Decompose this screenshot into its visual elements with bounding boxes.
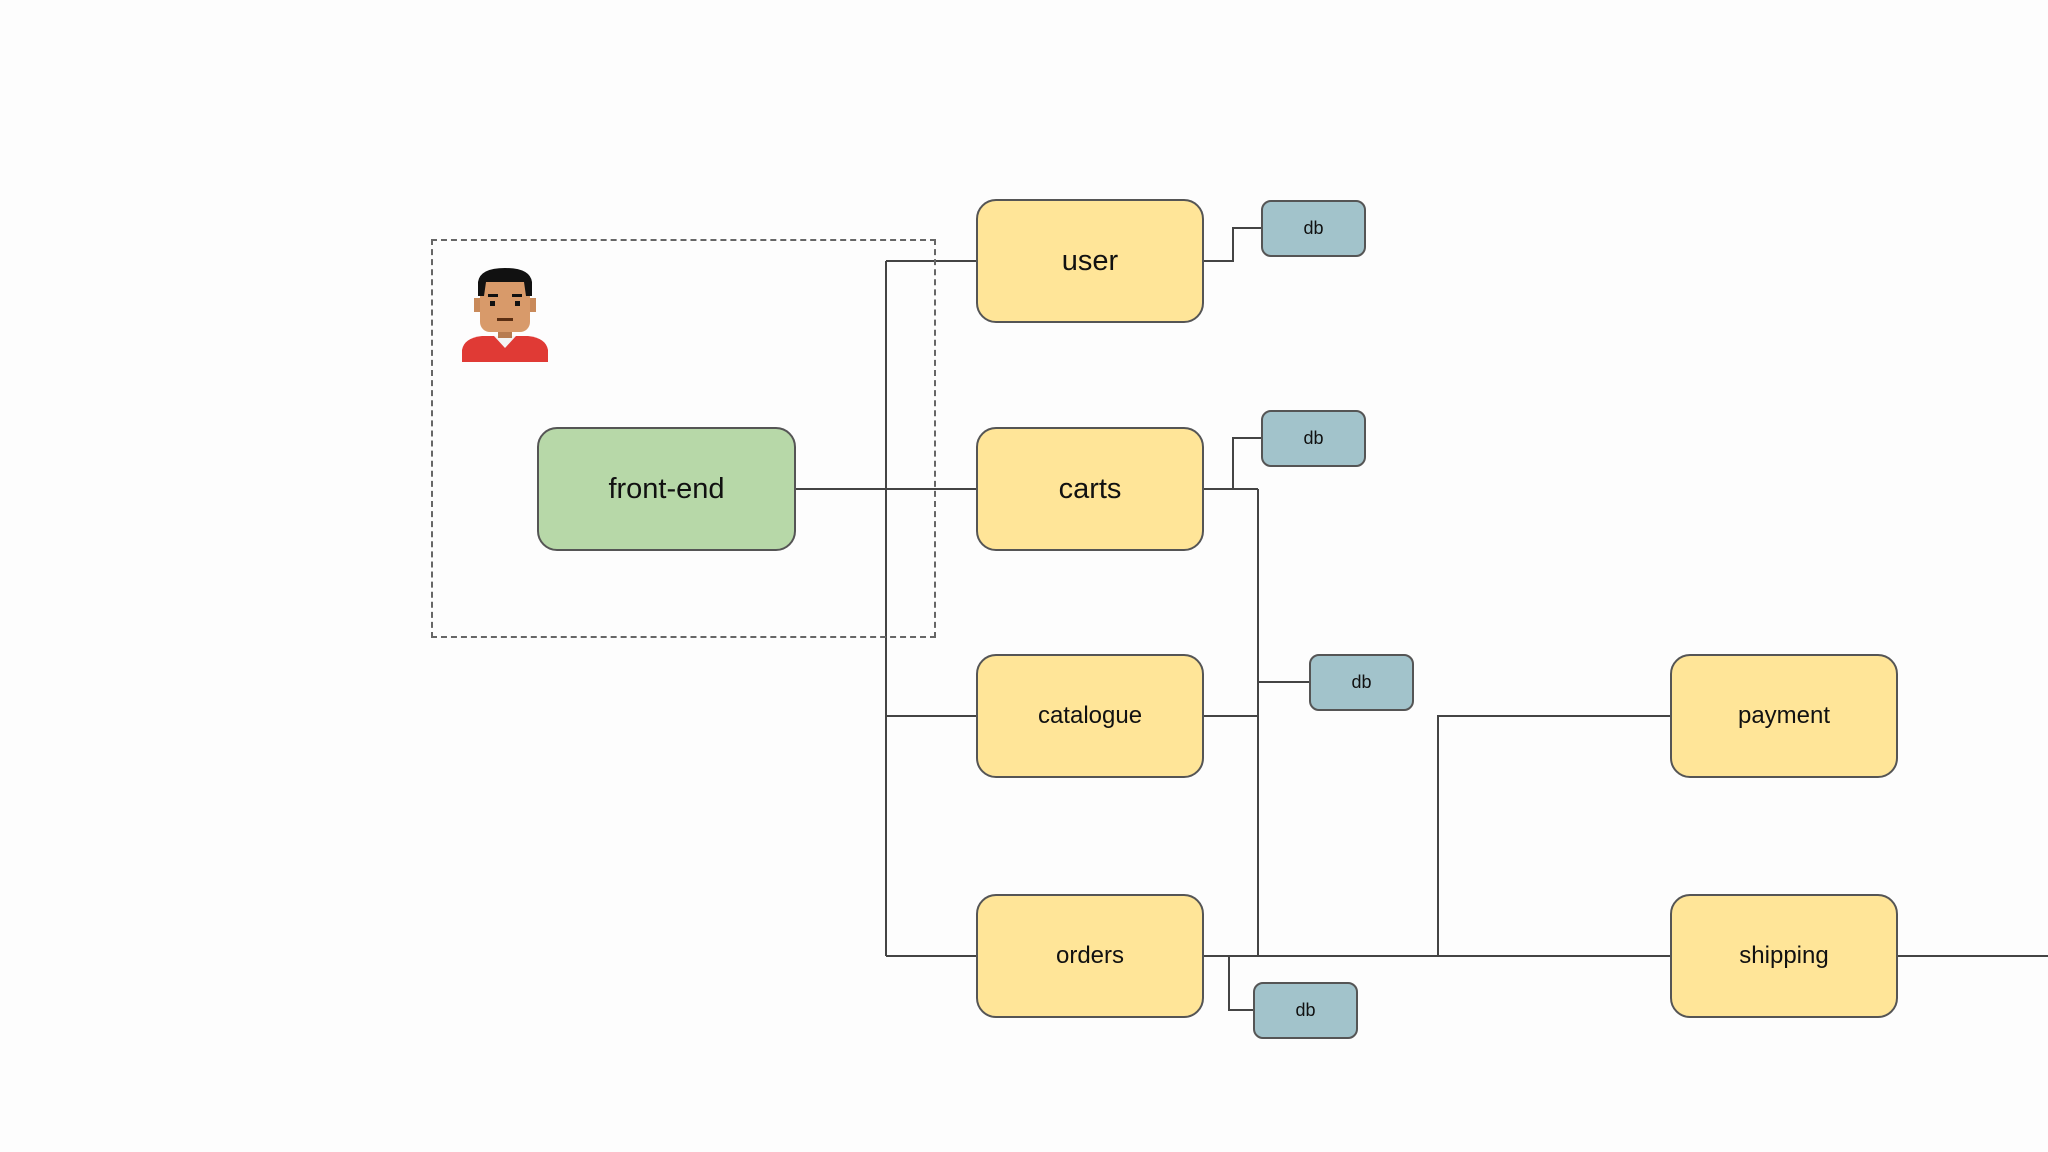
catalogue-service-label: catalogue — [1037, 702, 1143, 729]
connector-user-db — [1204, 227, 1262, 262]
payment-service-node[interactable]: payment — [1670, 654, 1898, 778]
shipping-service-label: shipping — [1739, 942, 1829, 969]
catalogue-db-node[interactable]: db — [1309, 654, 1414, 711]
carts-service-label: carts — [1058, 472, 1122, 505]
catalogue-db-label: db — [1351, 672, 1372, 692]
catalogue-service-node[interactable]: catalogue — [976, 654, 1204, 778]
connector-payment-branch — [1437, 715, 1671, 956]
user-service-label: user — [1061, 244, 1119, 277]
person-avatar-icon — [462, 268, 548, 362]
orders-db-label: db — [1295, 1000, 1316, 1020]
frontend-node[interactable]: front-end — [537, 427, 796, 551]
connector-orders-db — [1204, 955, 1253, 1011]
user-service-node[interactable]: user — [976, 199, 1204, 323]
shipping-service-node[interactable]: shipping — [1670, 894, 1898, 1018]
orders-service-label: orders — [1055, 942, 1125, 969]
user-db-node[interactable]: db — [1261, 200, 1366, 257]
carts-service-node[interactable]: carts — [976, 427, 1204, 551]
user-db-label: db — [1303, 218, 1324, 238]
orders-db-node[interactable]: db — [1253, 982, 1358, 1039]
carts-db-label: db — [1303, 428, 1324, 448]
frontend-boundary-box — [431, 239, 936, 638]
frontend-label: front-end — [608, 472, 725, 505]
connector-carts-db — [1204, 437, 1262, 490]
carts-db-node[interactable]: db — [1261, 410, 1366, 467]
payment-service-label: payment — [1737, 702, 1831, 729]
orders-service-node[interactable]: orders — [976, 894, 1204, 1018]
